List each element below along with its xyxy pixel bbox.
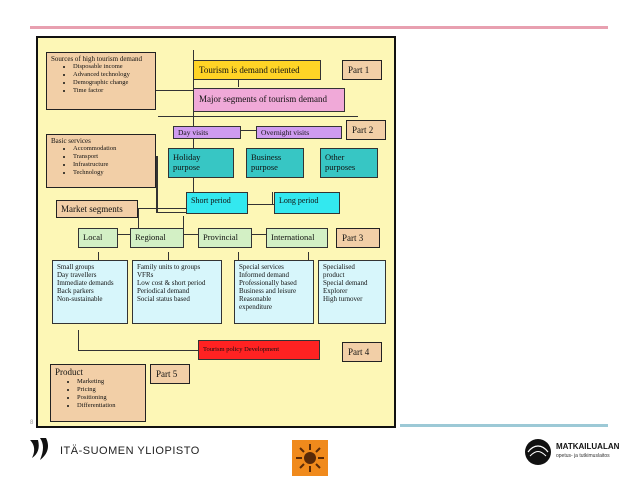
part-1-label: Part 1	[342, 60, 382, 80]
other-line: Other	[325, 152, 345, 162]
detail-line: Family units to groups	[137, 263, 201, 271]
connector-line	[78, 350, 198, 351]
sources-item: Disposable income	[73, 63, 151, 71]
basic-services-item: Transport	[73, 153, 151, 161]
connector-line	[238, 252, 239, 262]
basic-services-item: Accommodation	[73, 145, 151, 153]
part-3-label: Part 3	[336, 228, 380, 248]
business-purpose-box: Business purpose	[246, 148, 304, 178]
level-regional: Regional	[130, 228, 184, 248]
basic-services-title: Basic services	[51, 137, 91, 145]
sources-title: Sources of high tourism demand	[51, 55, 142, 63]
detail-line: Reasonable	[239, 295, 272, 303]
connector-line	[138, 208, 139, 228]
level-local: Local	[78, 228, 118, 248]
product-title: Product	[55, 367, 83, 377]
other-purposes-box: Other purposes	[320, 148, 378, 178]
connector-line	[183, 216, 184, 234]
detail-line: product	[323, 271, 345, 279]
provincial-details: Special services Informed demand Profess…	[234, 260, 314, 324]
short-period-box: Short period	[186, 192, 248, 214]
connector-line	[78, 330, 79, 350]
holiday-line: Holiday	[173, 152, 201, 162]
regional-details: Family units to groups VFRs Low cost & s…	[132, 260, 222, 324]
level-international: International	[266, 228, 328, 248]
part-2-label: Part 2	[346, 120, 386, 140]
connector-line	[156, 156, 158, 212]
product-box: Product Marketing Pricing Positioning Di…	[50, 364, 146, 422]
sources-item: Demographic change	[73, 79, 151, 87]
overnight-visits-box: Overnight visits	[256, 126, 342, 139]
connector-line	[138, 208, 194, 209]
detail-line: VFRs	[137, 271, 154, 279]
sun-logo-icon	[292, 440, 328, 476]
local-details: Small groups Day travellers Immediate de…	[52, 260, 128, 324]
detail-line: Non-sustainable	[57, 295, 103, 303]
part-4-label: Part 4	[342, 342, 382, 362]
product-item: Pricing	[77, 386, 141, 394]
holiday-line: purpose	[173, 162, 200, 172]
international-details: Specialised product Special demand Explo…	[318, 260, 386, 324]
detail-line: Professionally based	[239, 279, 297, 287]
business-line: purpose	[251, 162, 278, 172]
connector-line	[156, 90, 193, 91]
detail-line: Back parkers	[57, 287, 94, 295]
product-item: Marketing	[77, 378, 141, 386]
level-provincial: Provincial	[198, 228, 252, 248]
detail-line: Informed demand	[239, 271, 289, 279]
institute-subtitle: opetus- ja tutkimuslaitos	[556, 453, 610, 459]
university-name: ITÄ-SUOMEN YLIOPISTO	[60, 445, 200, 457]
detail-line: Day travellers	[57, 271, 97, 279]
basic-services-item: Infrastructure	[73, 161, 151, 169]
product-item: Positioning	[77, 394, 141, 402]
detail-line: Special services	[239, 263, 284, 271]
connector-line	[272, 192, 273, 204]
connector-line	[98, 252, 99, 262]
page-marker: 8	[30, 420, 34, 426]
holiday-purpose-box: Holiday purpose	[168, 148, 234, 178]
long-period-box: Long period	[274, 192, 340, 214]
detail-line: High turnover	[323, 295, 363, 303]
detail-line: Social status based	[137, 295, 190, 303]
institute-logo-icon	[524, 438, 552, 466]
product-item: Differentiation	[77, 402, 141, 410]
detail-line: Small groups	[57, 263, 95, 271]
detail-line: expenditure	[239, 303, 273, 311]
detail-line: Explorer	[323, 287, 348, 295]
detail-line: Specialised	[323, 263, 355, 271]
major-segments-box: Major segments of tourism demand	[193, 88, 345, 112]
business-line: Business	[251, 152, 282, 162]
basic-services-box: Basic services Accommodation Transport I…	[46, 134, 156, 188]
institute-name: MATKAILUALAN	[556, 442, 620, 451]
sources-item: Time factor	[73, 87, 151, 95]
detail-line: Business and leisure	[239, 287, 297, 295]
detail-line: Special demand	[323, 279, 368, 287]
university-logo-icon	[28, 436, 54, 462]
connector-line	[156, 212, 190, 213]
connector-line	[308, 252, 309, 262]
other-line: purposes	[325, 162, 356, 172]
detail-line: Periodical demand	[137, 287, 190, 295]
demand-oriented-box: Tourism is demand oriented	[193, 60, 321, 80]
tourism-demand-diagram: Sources of high tourism demand Disposabl…	[36, 36, 396, 428]
bottom-divider-line	[400, 424, 608, 427]
sources-item: Advanced technology	[73, 71, 151, 79]
top-divider-line	[30, 26, 608, 29]
part-5-label: Part 5	[150, 364, 190, 384]
basic-services-item: Technology	[73, 169, 151, 177]
connector-line	[168, 252, 169, 262]
connector-line	[238, 74, 239, 87]
tourism-policy-box: Tourism policy Development	[198, 340, 320, 360]
day-visits-box: Day visits	[173, 126, 241, 139]
market-segments-box: Market segments	[56, 200, 138, 218]
connector-line	[158, 116, 358, 117]
detail-line: Low cost & short period	[137, 279, 206, 287]
detail-line: Immediate demands	[57, 279, 114, 287]
sources-box: Sources of high tourism demand Disposabl…	[46, 52, 156, 110]
